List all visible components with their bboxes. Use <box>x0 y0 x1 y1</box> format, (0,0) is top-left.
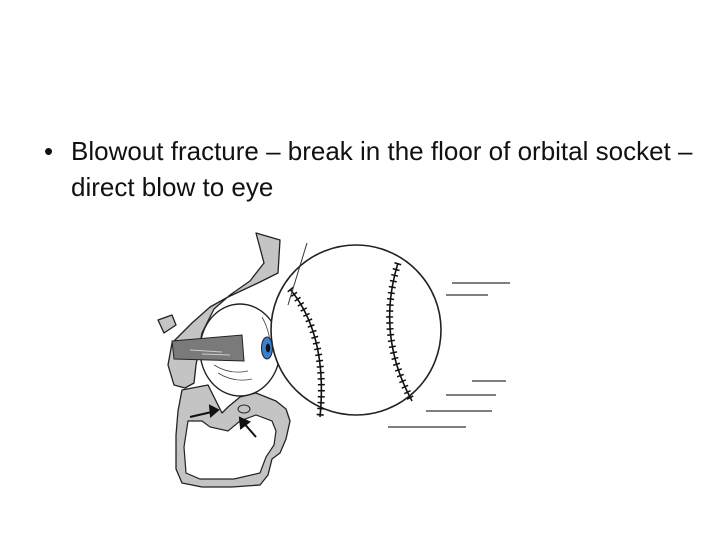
maxillary-sinus <box>183 414 277 480</box>
bone-fragment <box>237 404 251 414</box>
bullet-marker: • <box>44 136 54 166</box>
bullet-text: Blowout fracture – break in the floor of… <box>71 136 693 202</box>
blowout-fracture-illustration <box>157 232 510 488</box>
bullet-item: • Blowout fracture – break in the floor … <box>44 133 694 205</box>
fracture-arrow-icon <box>189 404 257 438</box>
motion-lines-icon <box>388 282 510 428</box>
impact-line <box>287 242 308 306</box>
bullet-list: • Blowout fracture – break in the floor … <box>44 133 694 205</box>
baseball-icon <box>270 244 442 418</box>
